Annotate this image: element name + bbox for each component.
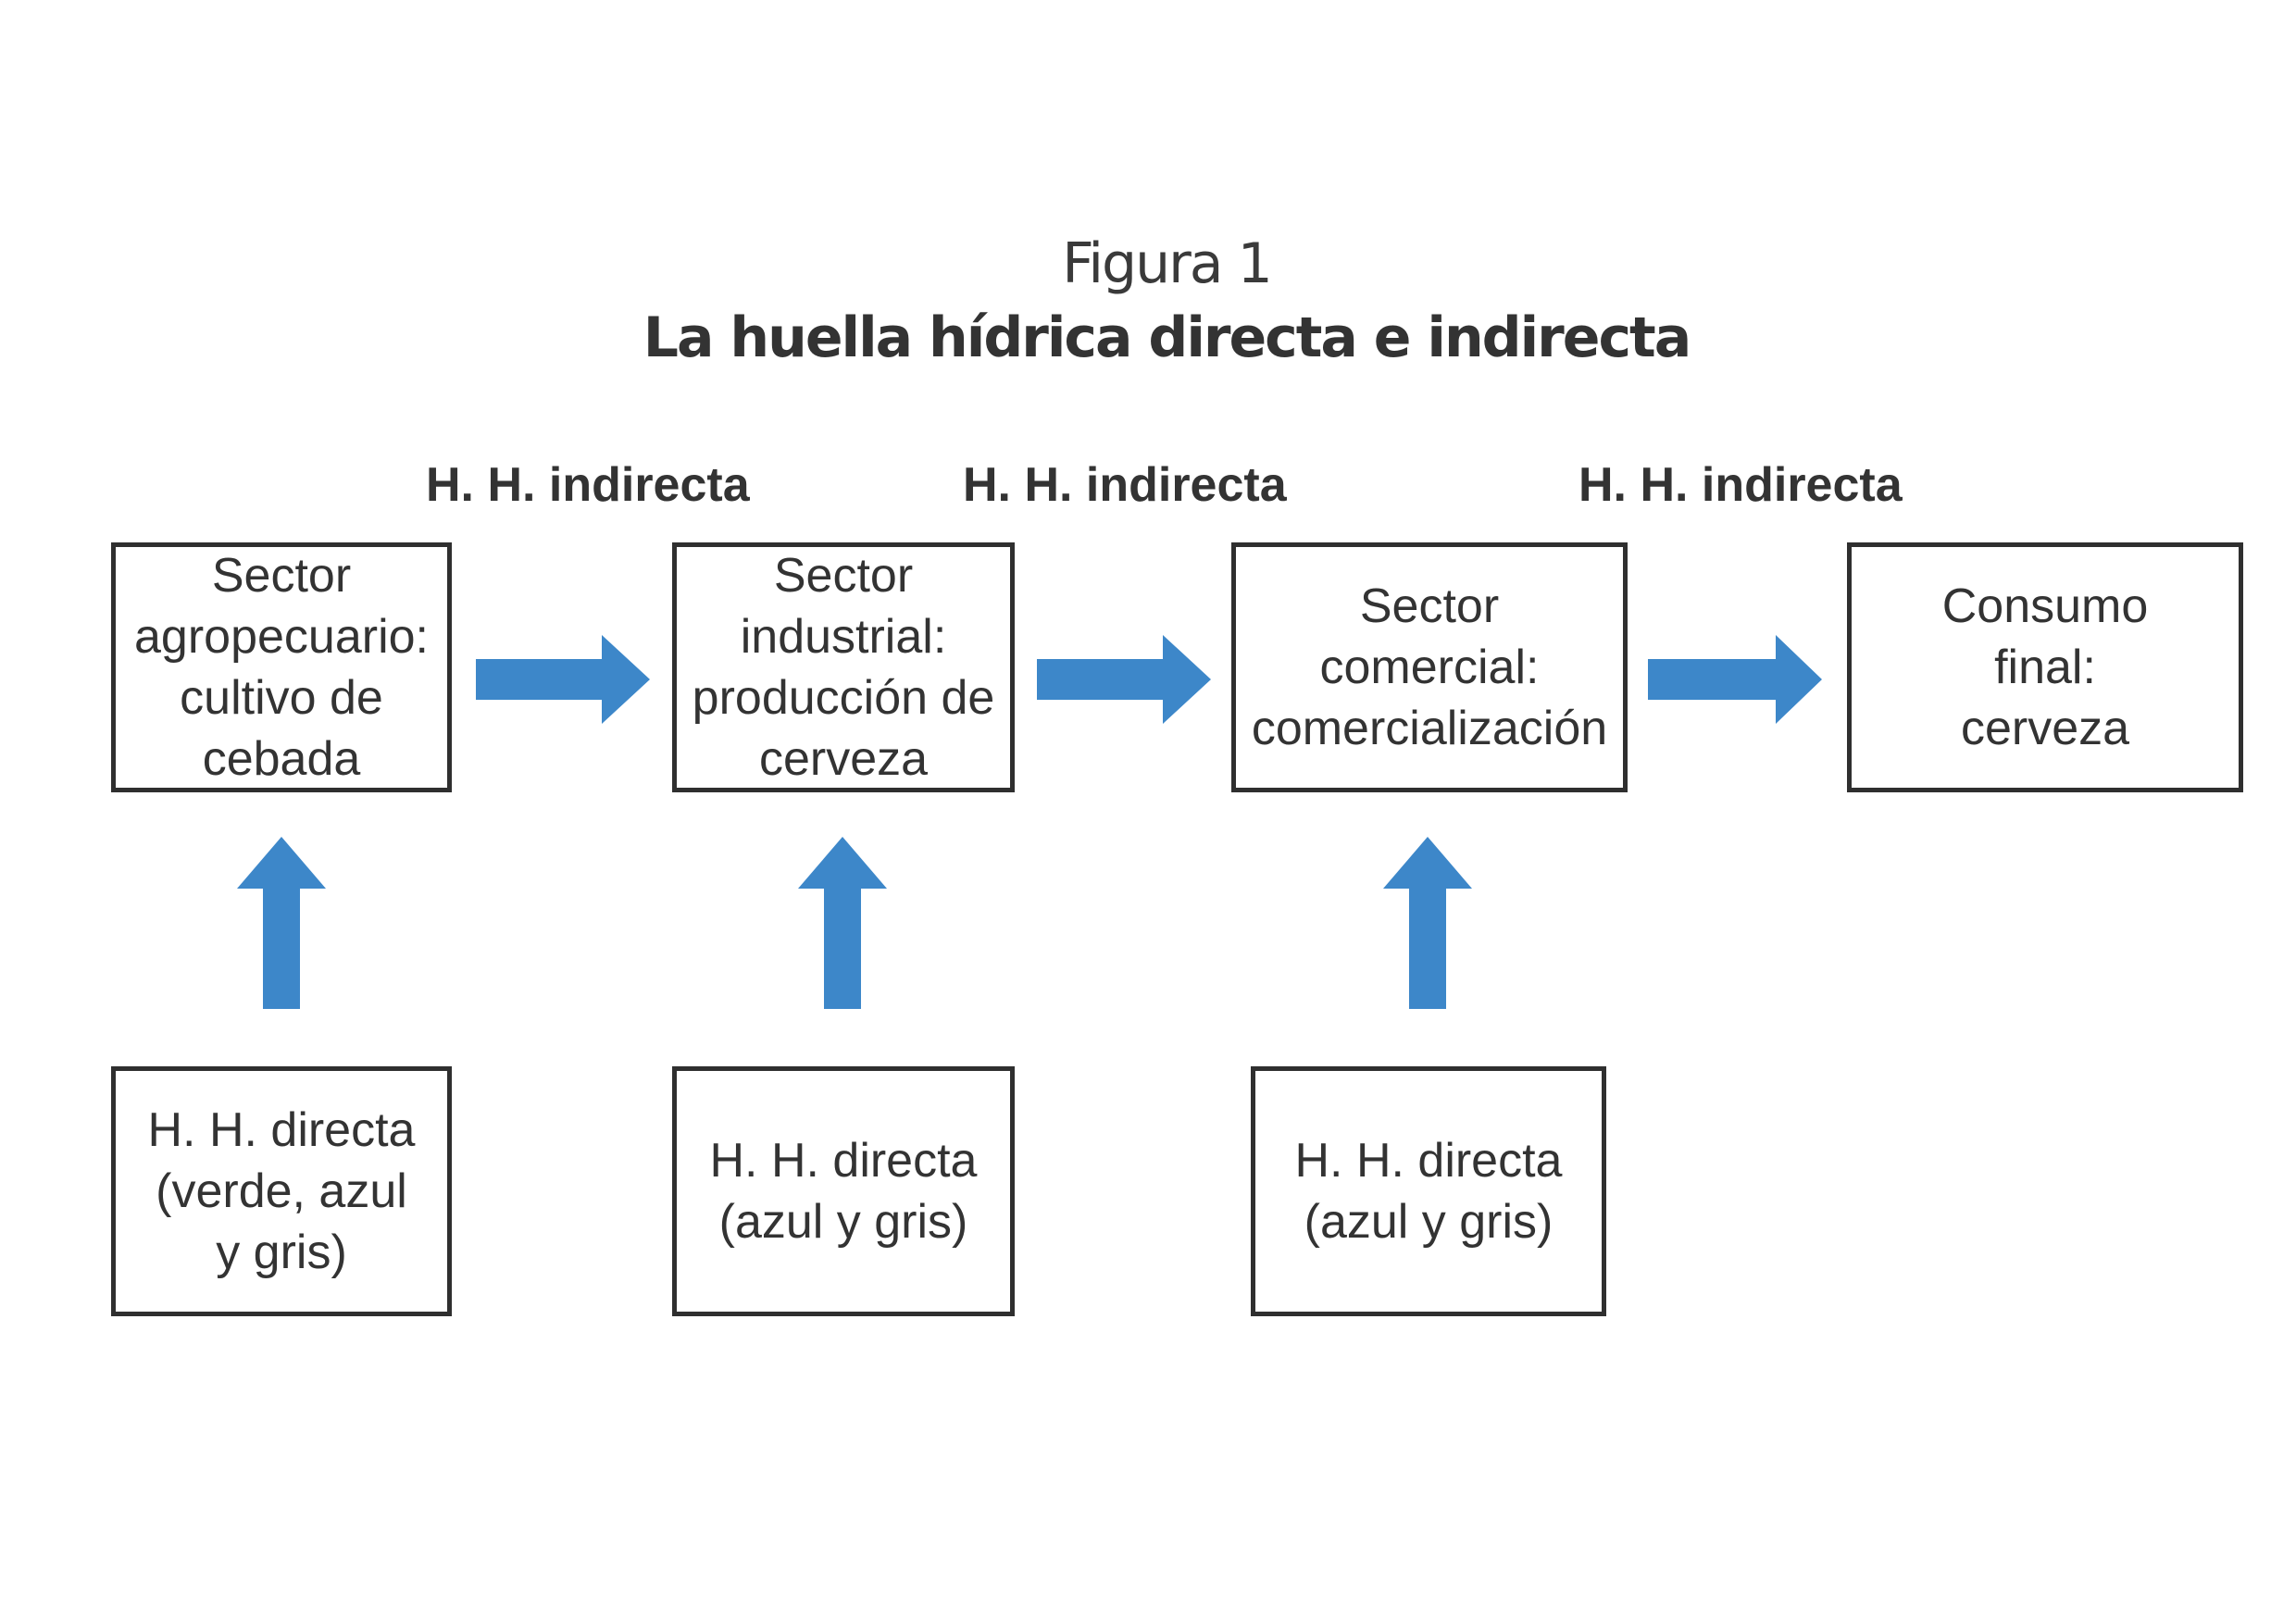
stage-box-industrial: Sector industrial: producción de cerveza (672, 542, 1015, 792)
stage-box-consumo: Consumo final: cerveza (1847, 542, 2243, 792)
stage-text-consumo: Consumo final: cerveza (1941, 579, 2149, 755)
arrow-right-icon (476, 635, 650, 724)
arrow-up-icon (237, 837, 326, 1009)
arrow-right-icon (1037, 635, 1211, 724)
direct-text-agropecuario: H. H. directa (verde, azul y gris) (147, 1103, 416, 1279)
stage-box-agropecuario: Sector agropecuario: cultivo de cebada (111, 542, 452, 792)
arrow-up-icon (798, 837, 887, 1009)
stage-box-comercial: Sector comercial: comercialización (1231, 542, 1628, 792)
arrow-up-icon (1383, 837, 1472, 1009)
stage-text-comercial: Sector comercial: comercialización (1251, 579, 1608, 755)
figure-title: La huella hídrica directa e indirecta (643, 305, 1691, 370)
figure-label: Figura 1 (1062, 231, 1273, 296)
direct-text-comercial: H. H. directa (azul y gris) (1294, 1134, 1563, 1249)
direct-box-comercial: H. H. directa (azul y gris) (1251, 1066, 1606, 1316)
direct-box-agropecuario: H. H. directa (verde, azul y gris) (111, 1066, 452, 1316)
stage-text-agropecuario: Sector agropecuario: cultivo de cebada (134, 549, 429, 786)
flow-label-indirect-1: H. H. indirecta (426, 458, 750, 512)
arrow-right-icon (1648, 635, 1822, 724)
flow-label-indirect-2: H. H. indirecta (963, 458, 1287, 512)
direct-text-industrial: H. H. directa (azul y gris) (709, 1134, 978, 1249)
flow-label-indirect-3: H. H. indirecta (1578, 458, 1903, 512)
direct-box-industrial: H. H. directa (azul y gris) (672, 1066, 1015, 1316)
stage-text-industrial: Sector industrial: producción de cerveza (692, 549, 995, 786)
